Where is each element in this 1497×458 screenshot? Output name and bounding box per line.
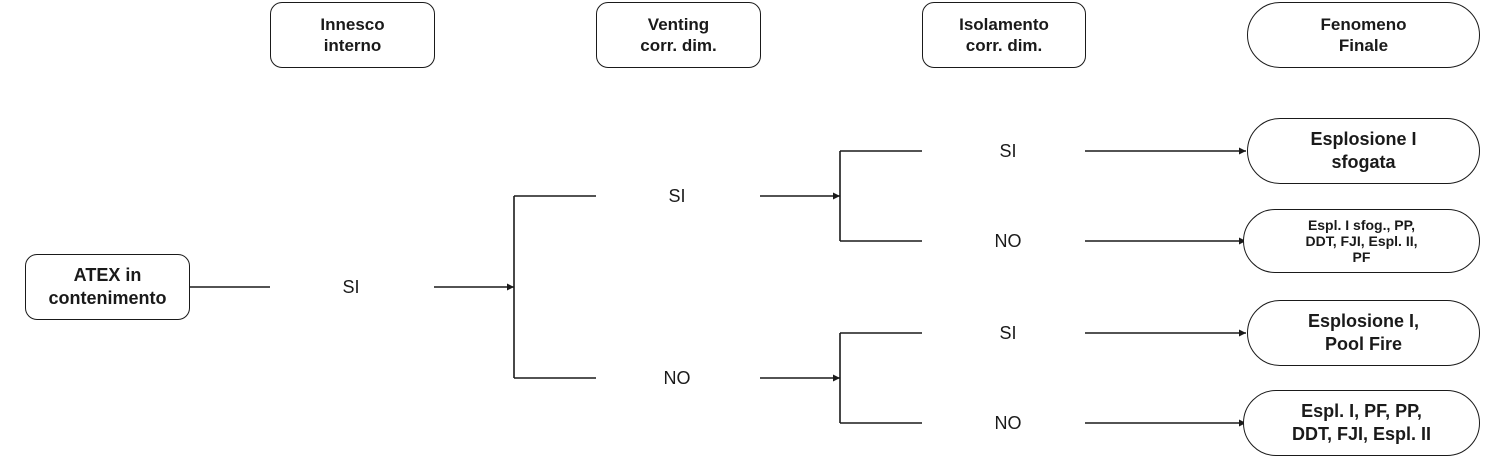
branch-innesco-si: SI — [342, 277, 360, 297]
branch-venting-no: NO — [663, 368, 691, 388]
outcome-esplosione-pool-fire: Esplosione I,Pool Fire — [1247, 300, 1480, 366]
outcome-espl-pf-pp: Espl. I, PF, PP,DDT, FJI, Espl. II — [1243, 390, 1480, 456]
branch-iso-b-si: SI — [999, 323, 1017, 343]
branch-iso-a-no: NO — [994, 231, 1022, 251]
branch-iso-a-si: SI — [999, 141, 1017, 161]
branch-iso-b-no: NO — [994, 413, 1022, 433]
branch-venting-si: SI — [668, 186, 686, 206]
outcome-espl-sfog-pp: Espl. I sfog., PP,DDT, FJI, Espl. II,PF — [1243, 209, 1480, 273]
